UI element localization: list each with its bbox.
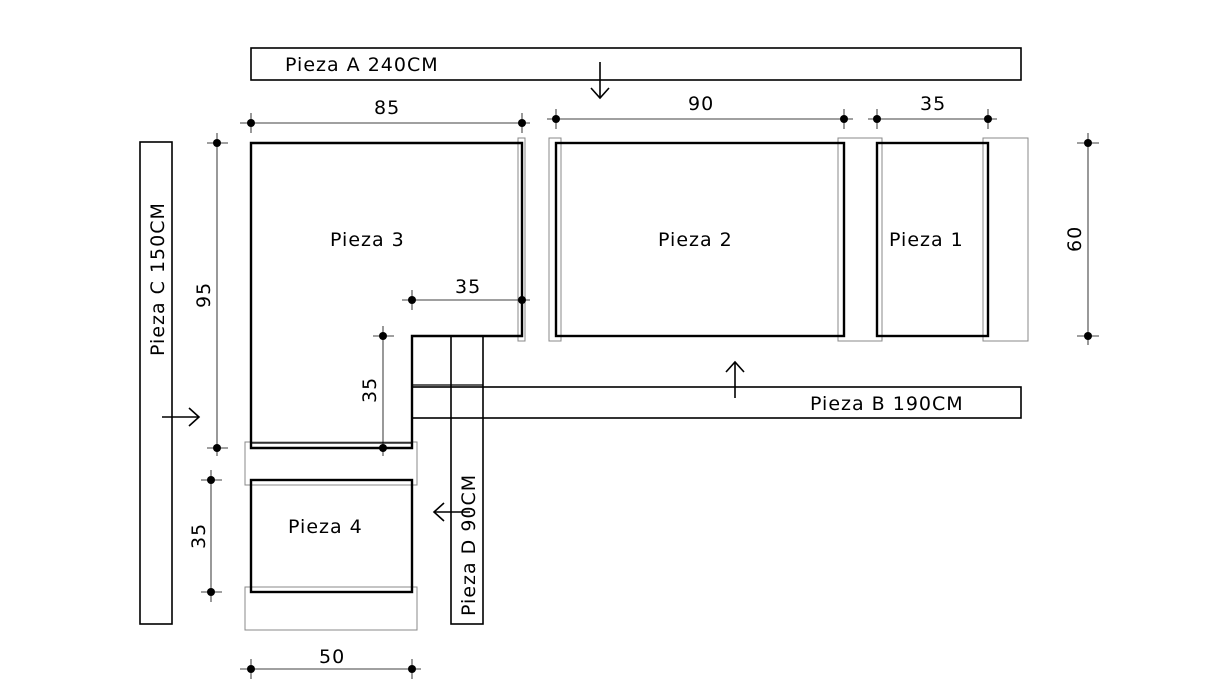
ghost-panels	[244, 137, 1029, 631]
dimension-right-60: 60	[1064, 133, 1099, 345]
piece-4-label: Pieza 4	[288, 516, 363, 538]
svg-text:60: 60	[1064, 226, 1086, 252]
svg-text:35: 35	[920, 93, 946, 115]
svg-text:35: 35	[455, 276, 481, 298]
dimension-left-35: 35	[188, 470, 222, 602]
dimension-top-90: 90	[547, 93, 853, 129]
board-b-label: Pieza B 190CM	[810, 393, 964, 415]
svg-text:90: 90	[688, 93, 714, 115]
arrow-down-icon	[590, 62, 610, 100]
dimension-inner-35-horizontal: 35	[402, 276, 530, 310]
piece-2-outline	[554, 141, 846, 338]
board-a-label: Pieza A 240CM	[285, 54, 439, 76]
board-a: Pieza A 240CM	[250, 47, 1022, 100]
board-d: Pieza D 90CM	[432, 335, 484, 625]
board-d-label: Pieza D 90CM	[458, 474, 480, 616]
piece-3-label: Pieza 3	[330, 229, 405, 251]
svg-text:35: 35	[188, 523, 210, 549]
piece-1-outline	[875, 141, 990, 338]
svg-text:95: 95	[193, 282, 215, 308]
dimension-bottom-50: 50	[240, 646, 421, 679]
dimension-inner-35-vertical: 35	[359, 326, 394, 456]
arrow-left-icon	[432, 502, 470, 522]
board-c-label: Pieza C 150CM	[147, 202, 169, 356]
dimension-top-35: 35	[868, 93, 997, 129]
arrow-right-icon	[162, 407, 201, 427]
piece-3-outline	[249, 141, 524, 450]
piece-1-label: Pieza 1	[889, 229, 964, 251]
svg-text:85: 85	[374, 97, 400, 119]
svg-text:35: 35	[359, 377, 381, 403]
board-c: Pieza C 150CM	[139, 141, 201, 625]
dimension-left-95: 95	[193, 133, 228, 456]
svg-text:50: 50	[319, 646, 345, 668]
piece-2-label: Pieza 2	[658, 229, 733, 251]
piece-4-outline	[249, 478, 414, 594]
arrow-up-icon	[725, 360, 745, 398]
dimension-top-85: 85	[240, 97, 530, 133]
board-b: Pieza B 190CM	[411, 360, 1022, 419]
